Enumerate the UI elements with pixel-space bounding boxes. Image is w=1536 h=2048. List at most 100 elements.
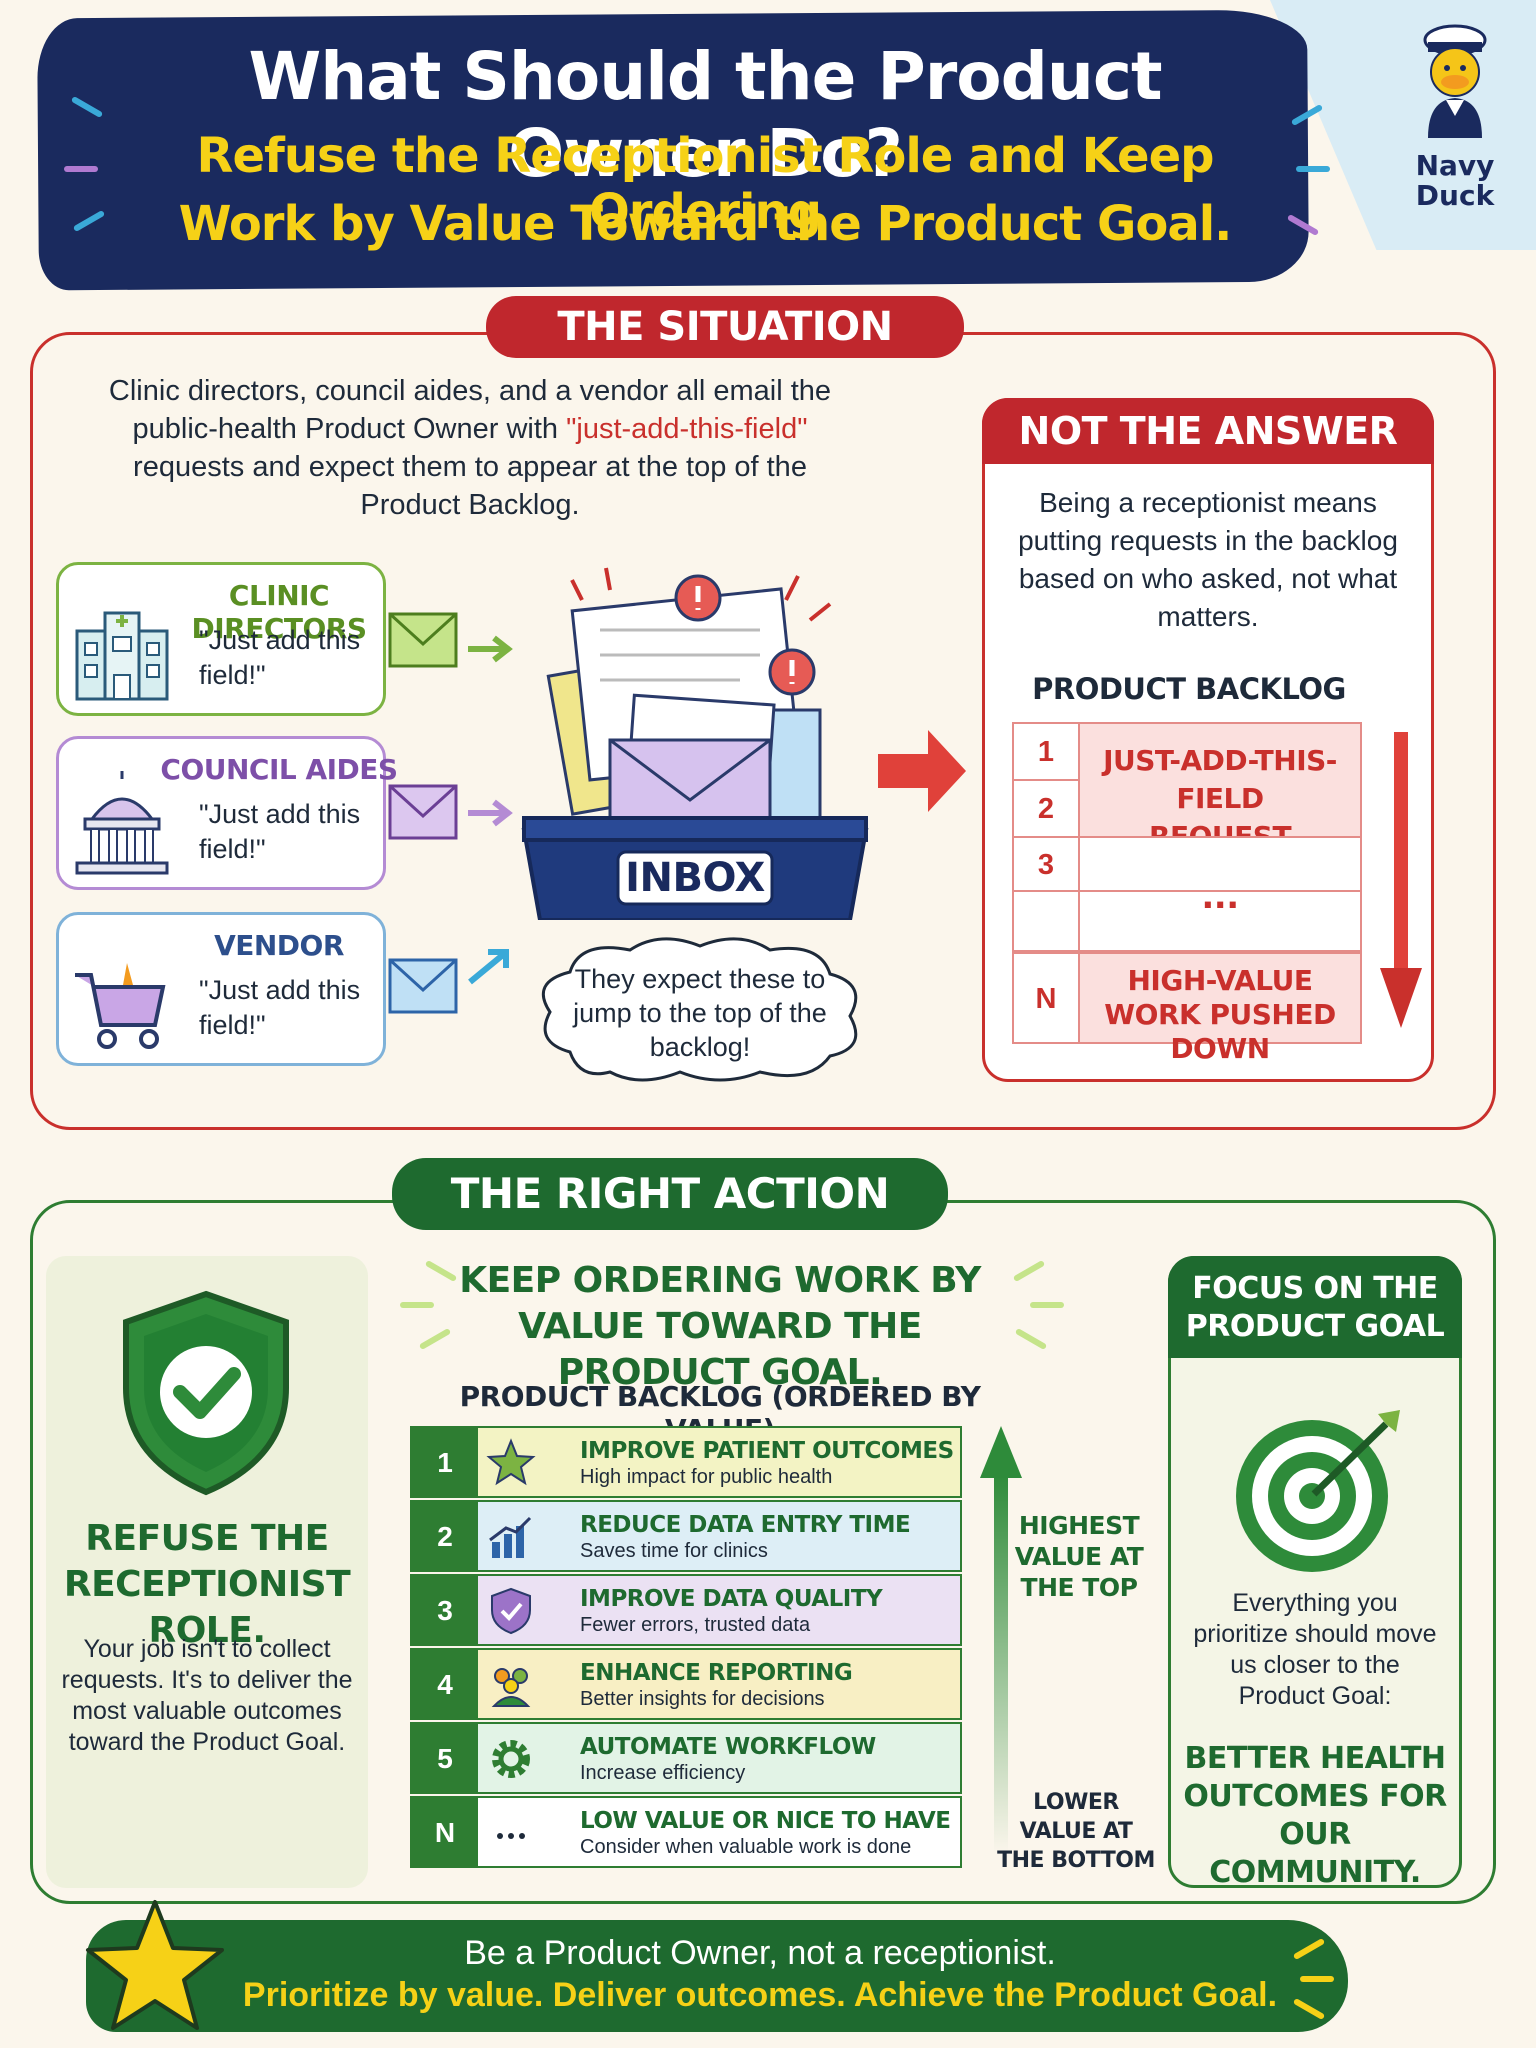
inbox-tray-illustration [521,567,869,920]
people-icon [491,1668,531,1707]
backlog-row: 3 [1012,836,1362,892]
backlog-row-number: 1 [1014,724,1080,781]
refuse-text: Your job isn't to collect requests. It's… [61,1635,353,1756]
row-number: 1 [412,1428,478,1496]
bar-chart-icon [489,1516,532,1558]
backlog-row-number: N [1014,954,1080,1042]
star-icon [486,1438,536,1486]
arrow-down-icon [1380,732,1422,1028]
row-title: LOW VALUE OR NICE TO HAVE [580,1808,951,1834]
requester-quote: "Just add this field!" [199,975,361,1040]
arrow-right-icon [878,730,966,812]
shield-check-icon [123,1290,289,1496]
row-title: ENHANCE REPORTING [580,1660,853,1686]
star-icon [86,1900,224,2030]
lower-value-label: LOWER VALUE AT THE BOTTOM [997,1790,1155,1873]
decor-spark [1296,166,1330,172]
page-subtitle-line1: Refuse the Receptionist Role and Keep Or… [196,128,1214,240]
backlog-row-number: 3 [1014,838,1080,890]
row-subtitle: Saves time for clinics [580,1540,768,1562]
keep-ordering-title: KEEP ORDERING WORK BY VALUE TOWARD THE P… [459,1260,981,1393]
row-number: 5 [412,1724,478,1792]
requester-card-vendor: VENDOR "Just add this field!" [56,912,386,1066]
backlog-row-top: 1 2 JUST-ADD-THIS-FIELD REQUEST [1012,722,1362,853]
row-subtitle: High impact for public health [580,1466,833,1488]
row-subtitle: Fewer errors, trusted data [580,1614,811,1636]
target-icon [1236,1410,1400,1572]
arrow-right-icon [468,799,513,827]
highest-value-label: HIGHEST VALUE AT THE TOP [1014,1511,1144,1602]
decor-spark [1300,1976,1334,1982]
decor-spark [64,166,98,172]
arrow-up-icon [980,1426,1022,1854]
footer-line1: Be a Product Owner, not a receptionist. [464,1934,1056,1972]
ellipsis-icon [497,1833,525,1839]
product-goal-text: Everything you prioritize should move us… [1193,1589,1437,1710]
page-subtitle-line2: Work by Value Toward the Product Goal. [178,196,1233,252]
backlog-row-text: JUST-ADD-THIS-FIELD REQUEST [1080,724,1360,853]
intro-text-before: Clinic directors, council aides, and a v… [108,375,832,445]
capitol-building-icon [75,771,169,875]
row-title: AUTOMATE WORKFLOW [580,1734,876,1760]
decor-spark [400,1302,434,1308]
backlog-row-number: 2 [1014,781,1080,838]
backlog-row-text: HIGH-VALUE WORK PUSHED DOWN [1080,954,1360,1065]
duck-mascot-icon [1423,24,1487,138]
requester-card-council-aides: COUNCIL AIDES "Just add this field!" [56,736,398,890]
envelope-purple-icon [388,784,458,840]
not-the-answer-text: Being a receptionist means putting reque… [1018,487,1398,632]
footer-banner [86,1920,1348,2032]
backlog-row-bottom: N HIGH-VALUE WORK PUSHED DOWN [1012,952,1362,1065]
row-number: 4 [412,1650,478,1718]
situation-tab: THE SITUATION [486,296,964,358]
shield-check-icon [491,1587,531,1635]
arrow-up-right-icon [468,949,509,985]
row-text-line: JUST-ADD-THIS-FIELD [1103,744,1337,815]
product-goal-title: FOCUS ON THE PRODUCT GOAL [1168,1256,1462,1358]
right-action-tab: THE RIGHT ACTION [392,1158,948,1230]
navy-duck-logo: Navy Duck [1390,20,1520,220]
thought-cloud-icon [541,937,858,1082]
hospital-building-icon [75,611,169,701]
requester-title: CLINIC DIRECTORS [191,579,367,645]
row-number: 2 [412,1502,478,1570]
row-title: IMPROVE DATA QUALITY [580,1586,883,1612]
envelope-blue-icon [388,958,458,1014]
row-subtitle: Better insights for decisions [580,1688,825,1710]
not-the-answer-title: NOT THE ANSWER [982,398,1434,464]
page-title: What Should the Product Owner Do? [248,38,1163,192]
row-subtitle: Consider when valuable work is done [580,1836,912,1858]
requester-title: VENDOR [214,929,344,962]
thought-cloud-text: They expect these to jump to the top of … [573,964,827,1062]
refuse-title: REFUSE THE RECEPTIONIST ROLE. [63,1518,351,1651]
envelope-green-icon [388,612,458,668]
row-number: N [412,1798,478,1866]
situation-intro: Clinic directors, council aides, and a v… [90,372,850,524]
requester-quote: "Just add this field!" [199,625,361,690]
product-goal-statement: BETTER HEALTH OUTCOMES FOR OUR COMMUNITY… [1183,1741,1447,1890]
arrow-right-icon [468,635,513,663]
intro-text-after: requests and expect them to appear at th… [133,451,807,521]
backlog-row-number [1014,892,1080,950]
shopping-cart-icon [75,963,166,1049]
logo-text-line1: Navy [1415,149,1495,182]
row-title: IMPROVE PATIENT OUTCOMES [580,1438,954,1464]
requester-card-clinic-directors: CLINIC DIRECTORS "Just add this field!" [56,562,386,716]
logo-text-line2: Duck [1415,179,1495,212]
requester-quote: "Just add this field!" [199,799,361,864]
backlog-title: PRODUCT BACKLOG [1032,672,1346,706]
row-title: REDUCE DATA ENTRY TIME [580,1512,911,1538]
backlog-row-ellipsis: ... [1201,877,1239,917]
intro-highlight: "just-add-this-field" [566,413,808,445]
row-subtitle: Increase efficiency [580,1762,746,1784]
requester-title: COUNCIL AIDES [160,753,398,786]
backlog-row: ... [1012,877,1362,952]
decor-spark [1030,1302,1064,1308]
gear-icon [492,1740,530,1778]
